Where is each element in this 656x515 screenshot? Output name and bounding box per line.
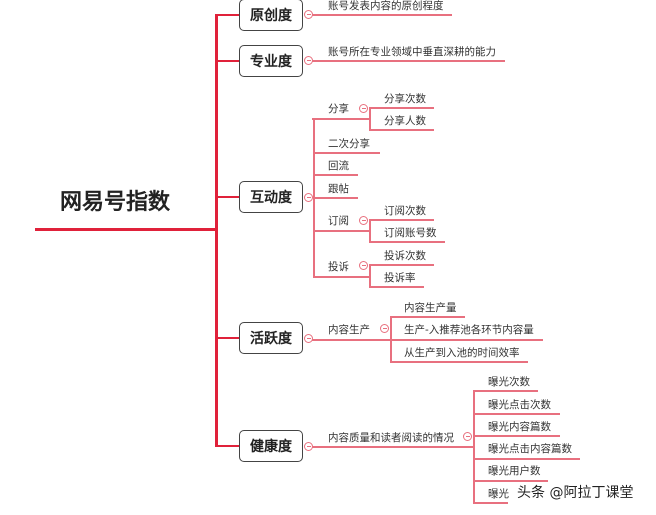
desc-originality[interactable]: 账号发表内容的原创程度: [328, 0, 444, 12]
branch-line: [369, 219, 434, 221]
branch-line: [473, 390, 538, 392]
topic-originality[interactable]: 原创度: [239, 0, 303, 31]
branch-line: [390, 339, 543, 341]
node-subscribe[interactable]: 订阅: [328, 215, 349, 227]
branch-line: [473, 413, 560, 415]
leaf[interactable]: 订阅账号数: [384, 227, 437, 239]
connector: [215, 196, 239, 198]
connector: [215, 337, 239, 339]
collapse-icon[interactable]: [304, 334, 313, 343]
leaf[interactable]: 曝光: [488, 488, 509, 500]
connector: [215, 14, 239, 16]
collapse-icon[interactable]: [463, 432, 472, 441]
leaf[interactable]: 投诉次数: [384, 250, 426, 262]
connector: [215, 445, 239, 447]
branch-line: [312, 339, 390, 341]
node-follow-post[interactable]: 跟帖: [328, 183, 349, 195]
branch-line: [369, 264, 371, 287]
leaf[interactable]: 内容生产量: [404, 302, 457, 314]
branch-line: [313, 152, 380, 154]
branch-line: [369, 219, 371, 242]
branch-line: [473, 435, 560, 437]
leaf[interactable]: 从生产到入池的时间效率: [404, 347, 520, 359]
leaf[interactable]: 投诉率: [384, 272, 416, 284]
branch-line: [312, 118, 370, 120]
leaf[interactable]: 订阅次数: [384, 205, 426, 217]
branch-line: [313, 197, 358, 199]
branch-line: [369, 107, 371, 130]
leaf[interactable]: 曝光用户数: [488, 465, 541, 477]
topic-interaction[interactable]: 互动度: [239, 181, 303, 213]
collapse-icon[interactable]: [359, 104, 368, 113]
desc-professionalism[interactable]: 账号所在专业领域中垂直深耕的能力: [328, 46, 496, 58]
branch-line: [473, 502, 508, 504]
node-share[interactable]: 分享: [328, 103, 349, 115]
root-underline: [35, 228, 215, 231]
connector: [215, 60, 239, 62]
collapse-icon[interactable]: [359, 216, 368, 225]
topic-activity[interactable]: 活跃度: [239, 322, 303, 354]
leaf[interactable]: 生产-入推荐池各环节内容量: [404, 324, 534, 336]
leaf[interactable]: 分享次数: [384, 93, 426, 105]
branch-line: [369, 129, 434, 131]
leaf[interactable]: 曝光点击次数: [488, 399, 551, 411]
branch-line: [313, 174, 358, 176]
node-complaint[interactable]: 投诉: [328, 261, 349, 273]
node-secondary-share[interactable]: 二次分享: [328, 138, 370, 150]
branch-line: [473, 390, 475, 503]
topic-professionalism[interactable]: 专业度: [239, 45, 303, 77]
leaf[interactable]: 分享人数: [384, 115, 426, 127]
collapse-icon[interactable]: [380, 324, 389, 333]
branch-line: [369, 286, 424, 288]
node-content-production[interactable]: 内容生产: [328, 324, 370, 336]
branch-line: [369, 264, 434, 266]
leaf[interactable]: 曝光点击内容篇数: [488, 443, 572, 455]
node-backflow[interactable]: 回流: [328, 160, 349, 172]
branch-line: [473, 480, 548, 482]
leaf[interactable]: 曝光次数: [488, 376, 530, 388]
branch-line: [390, 361, 528, 363]
topic-health[interactable]: 健康度: [239, 430, 303, 462]
collapse-icon[interactable]: [359, 261, 368, 270]
branch-line: [313, 276, 370, 278]
branch-line: [312, 60, 505, 62]
collapse-icon[interactable]: [304, 193, 313, 202]
branch-line: [312, 446, 474, 448]
root-topic[interactable]: 网易号指数: [60, 190, 171, 215]
branch-line: [369, 107, 434, 109]
branch-line: [369, 241, 445, 243]
branch-line: [313, 230, 370, 232]
watermark: 头条 @阿拉丁课堂: [514, 484, 637, 503]
node-content-quality[interactable]: 内容质量和读者阅读的情况: [328, 432, 454, 444]
branch-line: [312, 14, 452, 16]
trunk-line: [215, 15, 218, 447]
leaf[interactable]: 曝光内容篇数: [488, 421, 551, 433]
branch-line: [390, 316, 465, 318]
branch-line: [473, 458, 580, 460]
